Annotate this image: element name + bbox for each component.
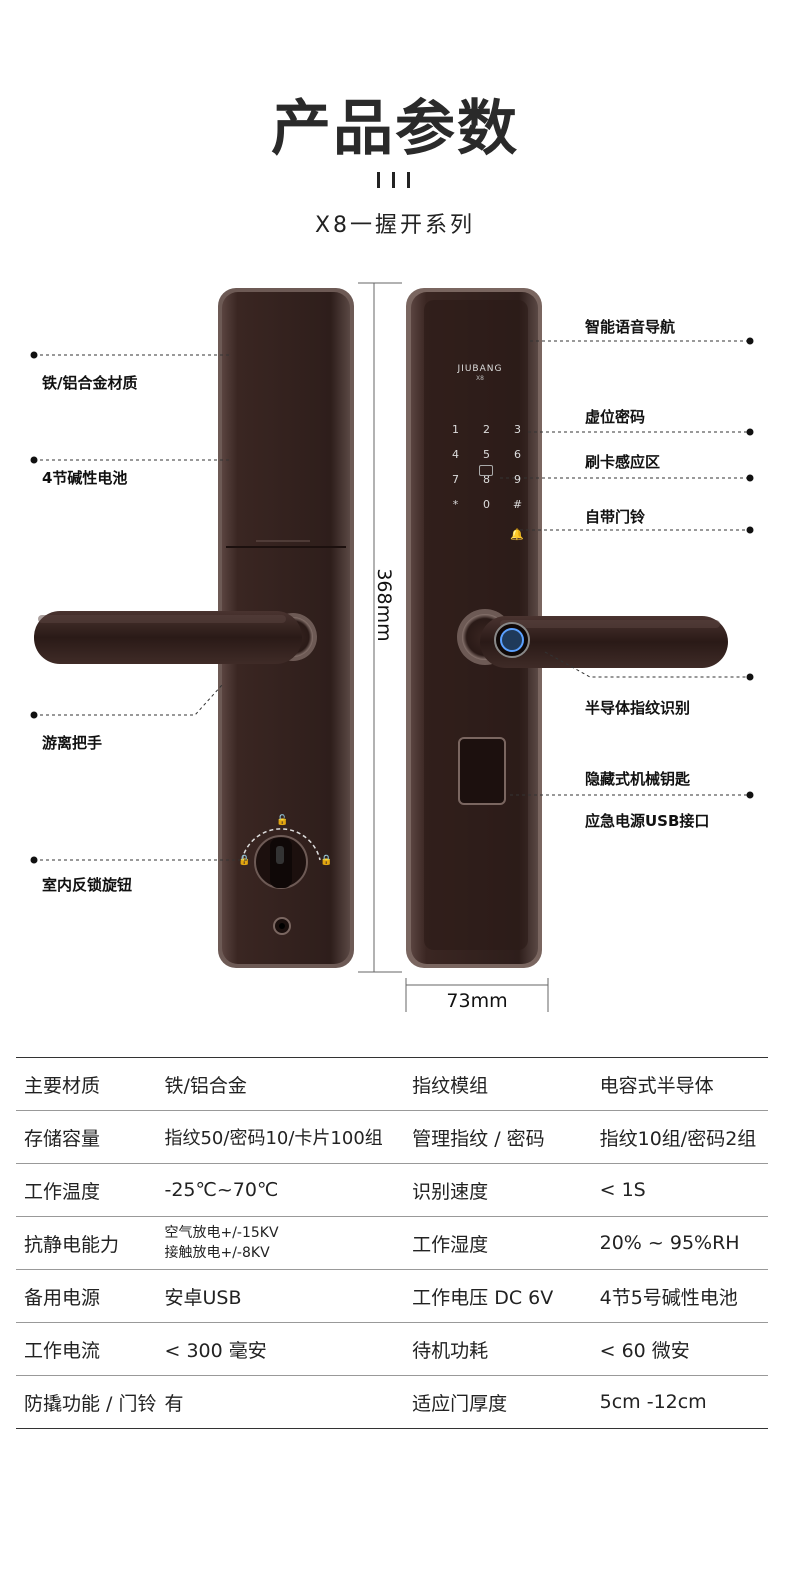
callout-thumb-turn: 室内反锁旋钮 bbox=[42, 876, 133, 894]
callout-doorbell: 自带门铃 bbox=[585, 508, 646, 526]
front-handle bbox=[457, 609, 728, 668]
spec-value: 指纹10组/密码2组 bbox=[591, 1110, 768, 1164]
series-subtitle: X8一握开系列 bbox=[314, 213, 476, 238]
spec-key: 防撬功能 / 门铃 bbox=[16, 1375, 157, 1429]
spec-key: 抗静电能力 bbox=[16, 1216, 157, 1270]
keypad: 1 2 3 4 5 6 7 8 9 * 0 # bbox=[440, 423, 530, 511]
spec-key: 管理指纹 / 密码 bbox=[404, 1110, 592, 1164]
callout-fingerprint: 半导体指纹识别 bbox=[585, 699, 691, 717]
callout-battery: 4节碱性电池 bbox=[42, 469, 128, 487]
spec-table: 主要材质铁/铝合金指纹模组电容式半导体存储容量指纹50/密码10/卡片100组管… bbox=[16, 1057, 768, 1429]
key-cover bbox=[458, 737, 506, 805]
brand-logo: JIUBANG bbox=[457, 364, 503, 374]
callout-card-area: 刷卡感应区 bbox=[585, 453, 661, 471]
spec-value: 空气放电+/-15KV 接触放电+/-8KV bbox=[156, 1216, 405, 1270]
spec-key: 指纹模组 bbox=[404, 1057, 592, 1111]
keypad-key[interactable]: 7 bbox=[452, 473, 459, 486]
spec-value: 20% ~ 95%RH bbox=[591, 1216, 768, 1270]
height-label: 368mm bbox=[373, 568, 395, 642]
keypad-key[interactable]: 6 bbox=[514, 448, 521, 461]
spec-value: < 1S bbox=[591, 1163, 768, 1217]
spec-value: 5cm -12cm bbox=[591, 1375, 768, 1429]
keypad-key[interactable]: 1 bbox=[452, 423, 459, 436]
width-label: 73mm bbox=[446, 990, 508, 1012]
spec-value: 电容式半导体 bbox=[591, 1057, 768, 1111]
keypad-key[interactable]: 9 bbox=[514, 473, 521, 486]
divider-bars bbox=[377, 172, 413, 188]
spec-row: 主要材质铁/铝合金指纹模组电容式半导体 bbox=[16, 1057, 768, 1111]
svg-text:🔓: 🔓 bbox=[276, 813, 288, 826]
spec-value-line: 空气放电+/-15KV bbox=[164, 1225, 279, 1241]
spec-key: 工作电流 bbox=[16, 1322, 157, 1376]
callout-hidden-key: 隐藏式机械钥匙 bbox=[585, 770, 691, 788]
keypad-key[interactable]: 3 bbox=[514, 423, 521, 436]
spec-value: 4节5号碱性电池 bbox=[591, 1269, 768, 1323]
keypad-key[interactable]: 8 bbox=[483, 473, 490, 486]
spec-key: 待机功耗 bbox=[404, 1322, 592, 1376]
spec-value: 有 bbox=[156, 1375, 405, 1429]
keypad-key[interactable]: * bbox=[452, 498, 459, 511]
spec-key: 存储容量 bbox=[16, 1110, 157, 1164]
spec-row: 工作电流< 300 毫安待机功耗< 60 微安 bbox=[16, 1322, 768, 1376]
spec-value: 安卓USB bbox=[156, 1269, 405, 1323]
spec-key: 识别速度 bbox=[404, 1163, 592, 1217]
spec-row: 存储容量指纹50/密码10/卡片100组管理指纹 / 密码指纹10组/密码2组 bbox=[16, 1110, 768, 1164]
keypad-key[interactable]: 5 bbox=[483, 448, 490, 461]
callout-virtual-pin: 虚位密码 bbox=[585, 408, 646, 426]
card-reader-icon bbox=[479, 465, 493, 476]
keypad-key[interactable]: 2 bbox=[483, 423, 490, 436]
lock-illustration: 🔒 🔒 🔓 bbox=[30, 282, 754, 1012]
callout-usb-power: 应急电源USB接口 bbox=[585, 812, 710, 830]
callout-voice-nav: 智能语音导航 bbox=[585, 318, 676, 336]
back-panel: 🔒 🔒 🔓 bbox=[34, 288, 354, 968]
spec-key: 工作湿度 bbox=[404, 1216, 592, 1270]
width-dimension bbox=[405, 978, 549, 1012]
bell-icon: 🔔 bbox=[510, 528, 524, 541]
height-dimension bbox=[358, 282, 402, 973]
keypad-key[interactable]: 4 bbox=[452, 448, 459, 461]
spec-value: 铁/铝合金 bbox=[156, 1057, 405, 1111]
spec-key: 适应门厚度 bbox=[404, 1375, 592, 1429]
keypad-key[interactable]: # bbox=[512, 498, 523, 511]
back-handle bbox=[34, 611, 317, 664]
page-title: 产品参数 bbox=[271, 94, 519, 164]
spec-value: < 60 微安 bbox=[591, 1322, 768, 1376]
model-mark: X8 bbox=[476, 375, 484, 382]
spec-key: 备用电源 bbox=[16, 1269, 157, 1323]
callout-material: 铁/铝合金材质 bbox=[42, 374, 138, 392]
svg-text:🔒: 🔒 bbox=[320, 854, 332, 866]
spec-value-line: 接触放电+/-8KV bbox=[164, 1245, 270, 1261]
spec-value: -25℃~70℃ bbox=[156, 1163, 405, 1217]
keypad-key[interactable]: 0 bbox=[483, 498, 490, 511]
callout-lines bbox=[34, 340, 750, 861]
callout-free-handle: 游离把手 bbox=[42, 734, 103, 752]
spec-key: 主要材质 bbox=[16, 1057, 157, 1111]
spec-value: < 300 毫安 bbox=[156, 1322, 405, 1376]
thumb-turn-knob: 🔒 🔒 🔓 bbox=[238, 813, 332, 889]
spec-key: 工作温度 bbox=[16, 1163, 157, 1217]
callout-dots bbox=[30, 337, 754, 864]
spec-key: 工作电压 DC 6V bbox=[404, 1269, 592, 1323]
front-panel bbox=[406, 288, 728, 968]
spec-value: 指纹50/密码10/卡片100组 bbox=[156, 1110, 405, 1164]
